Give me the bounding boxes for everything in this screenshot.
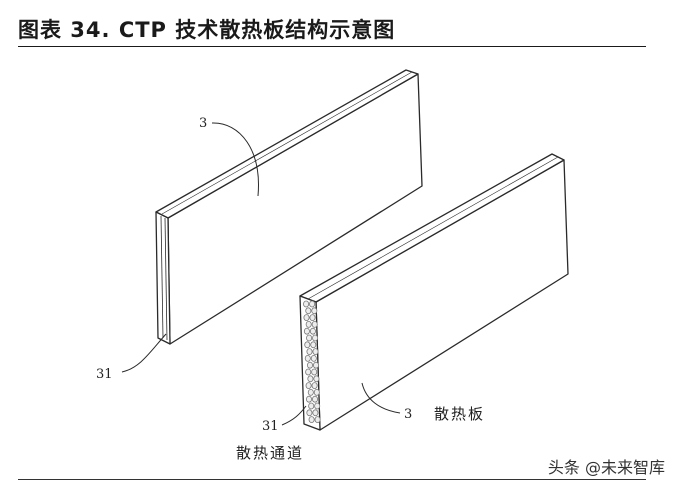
heat-channel-hole: [306, 409, 313, 417]
heat-channel-hole: [305, 320, 312, 328]
heat-channel-hole: [312, 334, 319, 342]
figure-title: 图表 34. CTP 技术散热板结构示意图: [18, 18, 396, 42]
watermark: 头条 @未来智库: [547, 458, 665, 477]
heat-channel-hole: [304, 341, 311, 349]
heat-channel-hole: [310, 354, 317, 362]
heat-channel-hole: [313, 388, 320, 396]
leader-line-top-31: [121, 333, 167, 373]
heat-channel-hole: [305, 307, 312, 315]
heat-channel-hole: [314, 402, 321, 410]
label-plate-bottom-number: 3: [404, 407, 412, 422]
heat-channel-hole: [312, 348, 319, 356]
heat-channel-hole: [309, 327, 316, 335]
heat-channel-hole: [311, 320, 318, 328]
left-heat-plate: [155, 69, 423, 345]
label-plate-top-channel-number: 31: [96, 367, 113, 382]
heat-channel-hole: [304, 354, 311, 362]
heat-channel-hole: [306, 348, 313, 356]
heat-channel-hole: [307, 388, 314, 396]
label-plate-bottom-channel-number: 31: [262, 419, 279, 434]
heat-channel-hole: [305, 395, 312, 403]
heat-channel-hole: [308, 402, 315, 410]
heat-channel-hole: [305, 368, 312, 376]
leader-line-bottom-3: [361, 382, 401, 414]
heat-channel-hole: [306, 361, 313, 369]
label-heat-plate: 散热板: [434, 405, 485, 423]
heat-channel-hole: [309, 300, 316, 308]
heat-channel-hole: [307, 375, 314, 383]
leader-line-top-3: [211, 122, 259, 197]
heat-channel-hole: [303, 300, 310, 308]
bottom-rule: [18, 479, 646, 480]
heat-channel-hole: [314, 416, 321, 424]
label-heat-channel: 散热通道: [236, 444, 304, 462]
heat-channel-array: [303, 300, 321, 424]
heat-channel-hole: [311, 382, 318, 390]
heat-channel-hole: [308, 416, 315, 424]
heat-channel-hole: [313, 375, 320, 383]
heat-channel-hole: [305, 382, 312, 390]
heat-channel-hole: [310, 341, 317, 349]
leader-line-bottom-31: [281, 405, 307, 426]
label-plate-top-number: 3: [199, 116, 207, 131]
title-underline: [18, 46, 646, 47]
heat-channel-hole: [311, 368, 318, 376]
heat-channel-hole: [303, 327, 310, 335]
heat-channel-hole: [306, 334, 313, 342]
heat-channel-hole: [311, 395, 318, 403]
heat-channel-hole: [312, 409, 319, 417]
heat-channel-hole: [303, 314, 310, 322]
heat-channel-hole: [311, 307, 318, 315]
heat-channel-hole: [309, 314, 316, 322]
heat-channel-hole: [312, 361, 319, 369]
